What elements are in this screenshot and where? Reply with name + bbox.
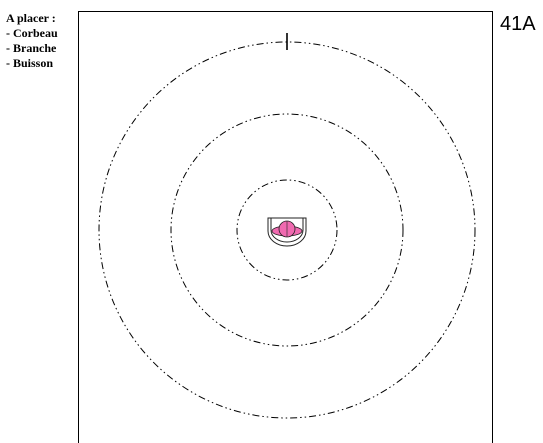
placement-legend: A placer : - Corbeau - Branche - Buisson [6, 11, 58, 71]
legend-item-buisson: - Buisson [6, 56, 54, 70]
plan-id-label: 41A [500, 13, 536, 35]
legend-item-corbeau: - Corbeau [6, 26, 58, 40]
legend-item-branche: - Branche [6, 41, 57, 55]
inner-ring [236, 179, 338, 281]
legend-title: A placer : [6, 11, 56, 25]
shooting-plan [98, 33, 476, 419]
middle-ring [170, 113, 404, 347]
shooting-stand-icon [267, 217, 307, 247]
outer-ring [98, 41, 476, 419]
